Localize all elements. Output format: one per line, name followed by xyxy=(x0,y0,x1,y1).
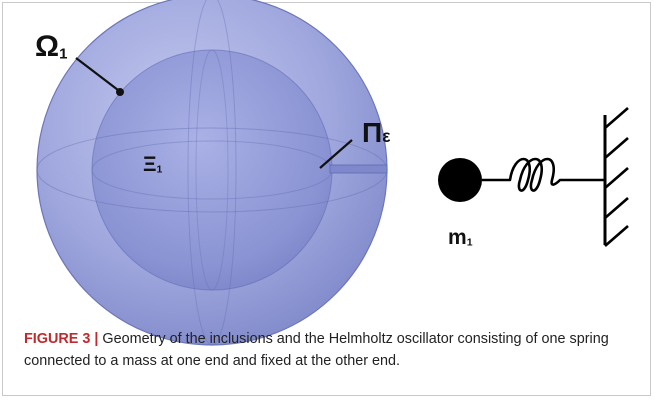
wall-hatching xyxy=(604,107,629,247)
neck-label: Πε xyxy=(362,117,391,148)
mass-ball xyxy=(438,158,482,202)
inner-sphere xyxy=(91,49,333,291)
neck-pointer xyxy=(319,139,353,169)
meridian-outer xyxy=(187,0,237,346)
outer-domain-label: Ω1 xyxy=(35,30,68,63)
caption-figure-number: FIGURE 3 | xyxy=(24,331,99,347)
neck-channel xyxy=(329,164,388,174)
mass-label: m1 xyxy=(448,226,473,249)
caption-text: Geometry of the inclusions and the Helmh… xyxy=(24,331,609,369)
figure-caption: FIGURE 3 | Geometry of the inclusions an… xyxy=(24,328,636,372)
meridian-inner xyxy=(195,49,229,291)
outer-sphere-pointer-dot xyxy=(116,88,124,96)
spring xyxy=(482,157,605,192)
inner-domain-label: Ξ1 xyxy=(143,153,163,176)
outer-sphere-pointer xyxy=(75,57,119,91)
